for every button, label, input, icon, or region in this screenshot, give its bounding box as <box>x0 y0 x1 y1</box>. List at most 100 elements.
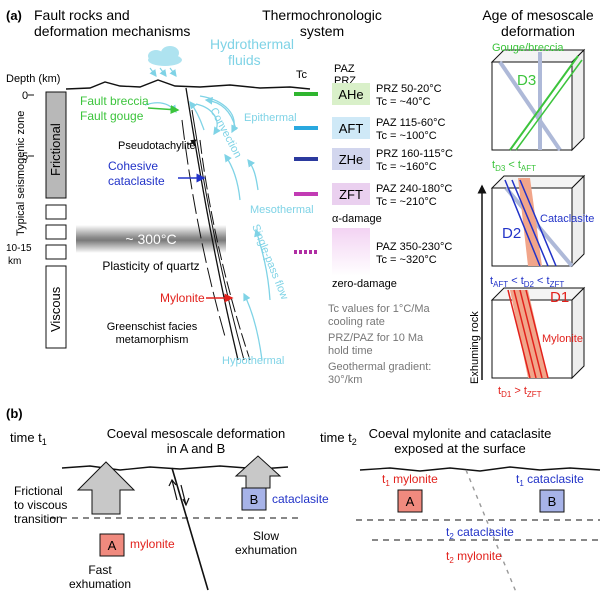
frictional-label: Frictional <box>48 123 63 176</box>
exhuming-label: Exhuming rock <box>469 311 481 384</box>
depth-block <box>45 224 67 240</box>
mylonite-small-label: Mylonite <box>542 333 583 345</box>
panel-a-label: (a) <box>6 8 22 23</box>
cohesive-label: Cohesive <box>108 159 158 173</box>
mylonite-a-label: mylonite <box>130 537 175 551</box>
system-name: ZHe <box>339 152 364 167</box>
system-name: AFT <box>339 121 364 136</box>
convection-label: Convection <box>207 106 243 160</box>
frictional-line1: Frictional <box>14 484 63 498</box>
system-box <box>332 148 370 170</box>
tc-header: Tc <box>296 69 308 81</box>
plasticity-label: Plasticity of quartz <box>102 259 199 273</box>
t1-mylonite-label: t1 mylonite <box>382 472 438 488</box>
right-fault-line <box>465 469 517 593</box>
left-title-line2: in A and B <box>167 441 226 456</box>
breccia-arrow <box>147 105 180 114</box>
left-title-line1: Coeval mesoscale deformation <box>107 426 285 441</box>
system-zone: PRZ 160-115°C <box>376 148 453 160</box>
fault-breccia-label: Fault breccia <box>80 94 149 108</box>
slow-line2: exhumation <box>235 543 297 557</box>
box-b-letter: B <box>250 492 259 507</box>
depth-tick-0: 0 <box>22 90 28 102</box>
t2-cataclasite-label: t2 cataclasite <box>446 525 514 541</box>
temperature-band <box>76 225 226 253</box>
fault-zone <box>181 87 251 361</box>
d1-label: D1 <box>550 289 569 306</box>
mesothermal-label: Mesothermal <box>250 204 314 216</box>
box-a-letter: A <box>108 538 117 553</box>
fast-line2: exhumation <box>69 577 131 591</box>
right-surface-line <box>359 466 601 472</box>
frictional-line3: transition <box>14 512 63 526</box>
box-a-right <box>397 489 423 513</box>
system-box <box>332 117 370 139</box>
viscous-bar <box>45 265 67 349</box>
system-tc: Tc = ~210°C <box>376 196 437 208</box>
system-tc: Tc = ~160°C <box>376 161 437 173</box>
epithermal-label: Epithermal <box>244 112 297 124</box>
d3-rule: tD3 < tAFT <box>492 159 536 173</box>
greenschist-label: Greenschist facies <box>107 321 198 333</box>
system-tc: Tc = ~100°C <box>376 130 437 142</box>
viscous-label: Viscous <box>48 286 63 332</box>
system-zone: PRZ 50-20°C <box>376 83 442 95</box>
sinistral-arrows-icon <box>168 478 190 507</box>
system-tc: Tc = ~40°C <box>376 96 431 108</box>
box-a-left <box>99 533 125 557</box>
col1-title-line1: Fault rocks and <box>34 7 130 23</box>
zero-damage-gradient <box>332 228 370 276</box>
time-t2-label: time t2 <box>320 430 357 447</box>
box-b-right-letter: B <box>548 494 557 509</box>
col3-title-line1: Age of mesoscale <box>482 7 593 23</box>
fast-uplift-arrow <box>76 461 136 515</box>
system-name: AHe <box>338 87 363 102</box>
single-pass-flow-label: Single-pass flow <box>249 223 290 302</box>
fast-line1: Fast <box>88 563 112 577</box>
d1-rule: tD1 > tZFT <box>498 385 542 399</box>
t1-cataclasite-label: t1 cataclasite <box>516 472 584 488</box>
gouge-breccia-label: Gouge/breccia <box>492 42 564 54</box>
frictional-bar <box>45 91 67 199</box>
note-line: Geothermal gradient: <box>328 361 431 373</box>
note-line: PRZ/PAZ for 10 Ma <box>328 332 424 344</box>
depth-block <box>45 244 67 260</box>
fault-gouge-label: Fault gouge <box>80 109 144 123</box>
depth-tick-5: 5 <box>22 151 28 163</box>
cube-d3 <box>490 48 586 152</box>
surface-line <box>65 79 311 90</box>
note-line: cooling rate <box>328 316 385 328</box>
fluids-label: fluids <box>228 52 261 68</box>
slow-uplift-arrow <box>234 455 282 489</box>
cube-d1 <box>490 286 586 380</box>
paz-header: PAZ <box>334 63 355 75</box>
box-a-right-letter: A <box>406 494 415 509</box>
cataclasite-small-label: Cataclasite <box>540 213 594 225</box>
note-line: hold time <box>328 345 373 357</box>
frictional-line2: to viscous <box>14 498 67 512</box>
system-box <box>332 83 370 105</box>
box-b-right <box>539 489 565 513</box>
d3-label: D3 <box>517 72 536 89</box>
d2-label: D2 <box>502 225 521 242</box>
hydrothermal-label: Hydrothermal <box>210 36 294 52</box>
system-name: ZFT <box>339 187 363 202</box>
col2-title-line1: Thermochronologic <box>262 7 382 23</box>
seismogenic-zone-label: Typical seismogenic zone <box>15 111 27 236</box>
d2-rule: tAFT < tD2 < tZFT <box>490 275 564 289</box>
box-b-left <box>241 487 267 511</box>
depth-block <box>45 204 67 220</box>
system-zone: PAZ 240-180°C <box>376 183 452 195</box>
temperature-300-label: ~ 300°C <box>125 231 176 247</box>
time-t1-label: time t1 <box>10 430 47 447</box>
depth-tick-10: 10-15 <box>6 243 32 254</box>
pseudotachylite-arrow <box>187 139 197 146</box>
right-title-line1: Coeval mylonite and cataclasite <box>369 426 552 441</box>
depth-tick-km: km <box>8 256 21 267</box>
mylonite-label: Mylonite <box>160 291 205 305</box>
metamorphism-label: metamorphism <box>116 334 189 346</box>
pseudotachylite-label: Pseudotachylite <box>118 140 196 152</box>
notes: Tc values for 1°C/Ma cooling rate PRZ/PA… <box>328 303 431 386</box>
cube-d2 <box>490 174 586 268</box>
